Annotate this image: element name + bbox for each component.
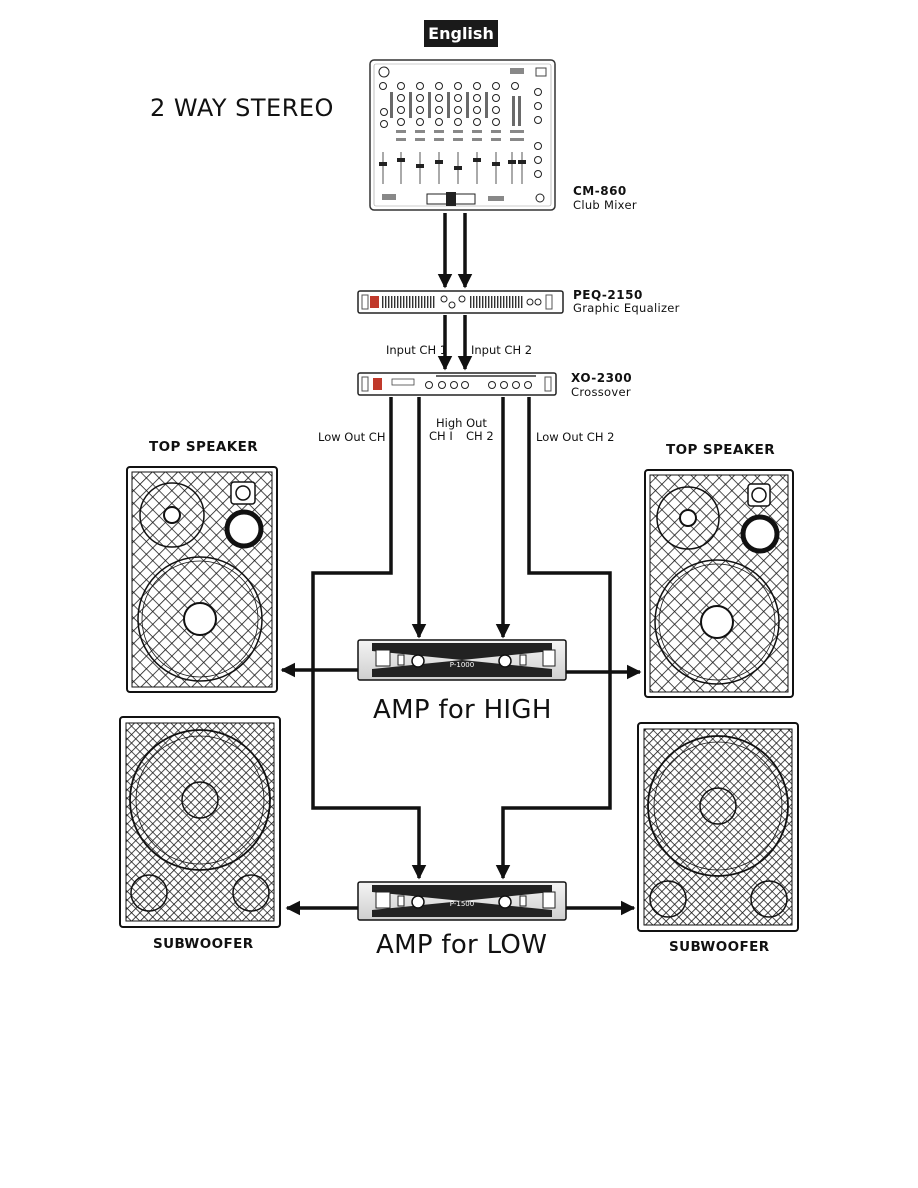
- speaker-logo-icon: [235, 485, 251, 501]
- cable-low-ch1: [311, 397, 427, 880]
- mixer-name: CM-860: [573, 184, 627, 198]
- amp-high-device: P-1000: [357, 639, 567, 681]
- high-out-label: High Out: [436, 416, 487, 430]
- low-out-ch1-label: Low Out CH I: [318, 430, 393, 444]
- crossover-name: XO-2300: [571, 371, 633, 385]
- equalizer-device: [357, 290, 564, 314]
- equalizer-sliders: [382, 296, 523, 308]
- high-ch1-label: CH I: [429, 429, 453, 443]
- subwoofer-right: [637, 722, 799, 932]
- crossover-device: [357, 372, 557, 396]
- signal-cables: [280, 213, 642, 916]
- amp-low-panel-text: P-1500: [450, 900, 474, 908]
- amp-high-label: AMP for HIGH: [373, 695, 552, 725]
- subwoofer-right-label: SUBWOOFER: [669, 939, 770, 955]
- crossover-description: Crossover: [571, 385, 631, 399]
- subwoofer-left: [119, 716, 281, 928]
- mixer-device: [369, 59, 556, 211]
- mixer-description: Club Mixer: [573, 198, 637, 212]
- amp-high-panel-text: P-1000: [450, 661, 474, 669]
- input-ch2-label: Input CH 2: [471, 343, 533, 357]
- page-title: 2 WAY STEREO: [150, 94, 334, 122]
- equalizer-name: PEQ-2150: [573, 288, 643, 302]
- speaker-logo-icon: [751, 487, 767, 503]
- top-speaker-right: [644, 469, 794, 698]
- top-speaker-right-label: TOP SPEAKER: [666, 442, 776, 458]
- amp-low-label: AMP for LOW: [376, 930, 548, 960]
- amp-low-device: P-1500: [357, 881, 567, 921]
- high-ch2-label: CH 2: [466, 429, 494, 443]
- subwoofer-left-label: SUBWOOFER: [153, 936, 254, 952]
- top-speaker-left: [126, 466, 278, 693]
- language-badge: English: [424, 20, 498, 47]
- low-out-ch2-label: Low Out CH 2: [536, 430, 615, 444]
- input-ch1-label: Input CH 1: [386, 343, 448, 357]
- crossover-knobs: [425, 381, 532, 389]
- top-speaker-left-label: TOP SPEAKER: [149, 439, 259, 455]
- cable-low-ch2: [495, 397, 612, 880]
- mixer-channel-strips: [378, 66, 547, 206]
- equalizer-description: Graphic Equalizer: [573, 301, 680, 315]
